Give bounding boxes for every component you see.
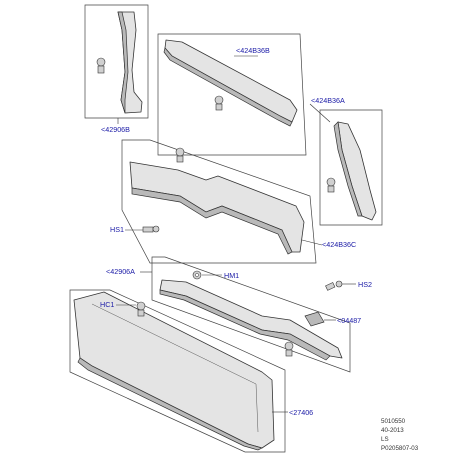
- panel-outline-424b36b: [157, 33, 307, 156]
- info-line-2: 40-2013: [381, 427, 404, 434]
- part-group-42906b: <42906B: [84, 4, 149, 134]
- clip-fastener-icon: [326, 177, 336, 193]
- info-line-4: P0205807-03: [381, 445, 419, 452]
- callout-hm1: HM1: [224, 271, 239, 280]
- c-pillar-trim-edge: [333, 121, 363, 217]
- adhesive-pad: [304, 311, 325, 327]
- part-group-424b36b: <424B36B: [157, 33, 307, 156]
- clip-fastener-icon: [96, 57, 106, 74]
- callout-hs2: HS2: [358, 280, 372, 289]
- panel-outline-424b36a: [319, 109, 383, 226]
- callout-42906b: <42906B: [101, 125, 130, 134]
- leader-424b36a: [309, 103, 331, 123]
- clip-fastener-icon: [214, 95, 224, 111]
- clip-fastener-icon: [136, 301, 146, 317]
- info-line-1: 5010550: [381, 418, 406, 425]
- part-group-27406: HC1 <27406: [69, 289, 313, 453]
- hm1-group: HM1: [192, 270, 239, 280]
- leader-424b36c: [301, 239, 323, 246]
- clip-fastener-icon: [284, 341, 294, 357]
- clip-fastener-icon: [175, 147, 185, 163]
- upper-trim-strip-edge: [163, 47, 293, 127]
- callout-424b36b: <424B36B: [236, 46, 270, 55]
- panel-outline-42906a: [151, 256, 351, 373]
- sill-trim-panel-lip: [131, 187, 293, 255]
- panel-outline-27406: [69, 289, 286, 453]
- screw-icon: [142, 225, 160, 233]
- sill-trim-panel: [129, 161, 305, 253]
- lower-sill-trim-edge: [159, 289, 331, 361]
- callout-424b36c: <424B36C: [322, 240, 356, 249]
- panel-outline-42906b: [84, 4, 149, 119]
- callout-424b36a: <424B36A: [311, 96, 345, 105]
- info-line-3: LS: [381, 436, 389, 443]
- hs1-group: HS1: [110, 225, 160, 234]
- panel-outline-424b36c: [121, 139, 317, 264]
- part-group-42906a: <42906A: [106, 256, 351, 373]
- lower-trim-panel-edge: [77, 357, 263, 451]
- b-pillar-trim-edge: [117, 11, 129, 114]
- screw-icon: [325, 280, 343, 291]
- hs2-group: HS2: [325, 280, 372, 291]
- callout-04487: <04487: [337, 316, 361, 325]
- part-group-424b36a: <424B36A: [309, 96, 383, 226]
- nut-icon: [192, 270, 202, 280]
- callout-27406: <27406: [289, 408, 313, 417]
- part-group-424b36c: <424B36C: [121, 139, 356, 264]
- upper-trim-strip: [164, 39, 298, 123]
- 04487-group: <04487: [304, 311, 361, 327]
- callout-hs1: HS1: [110, 225, 124, 234]
- callout-42906a: <42906A: [106, 267, 135, 276]
- callout-hc1: HC1: [100, 300, 114, 309]
- drawing-info-block: 5010550 40-2013 LS P0205807-03: [381, 418, 419, 452]
- lower-trim-panel-groove: [91, 303, 259, 433]
